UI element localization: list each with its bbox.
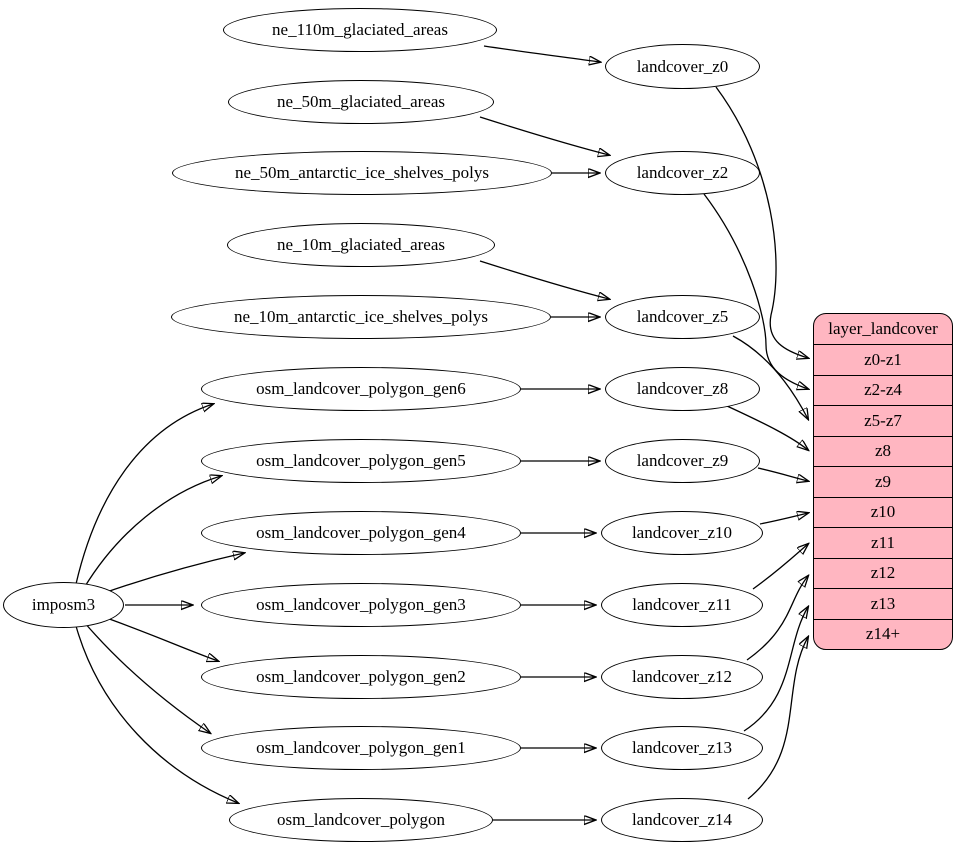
record-row-z5-z7: z5-z7 [814, 405, 952, 436]
node-osm-landcover-polygon-gen4: osm_landcover_polygon_gen4 [201, 511, 521, 555]
node-landcover-z9: landcover_z9 [605, 439, 760, 483]
edge-z11-to-row-z11 [752, 544, 808, 590]
node-label: landcover_z2 [636, 163, 729, 182]
node-label: osm_landcover_polygon_gen3 [256, 595, 466, 614]
node-landcover-z8: landcover_z8 [605, 367, 760, 411]
record-title: layer_landcover [828, 319, 938, 338]
node-label: ne_110m_glaciated_areas [272, 20, 448, 39]
record-row-z0-z1: z0-z1 [814, 344, 952, 375]
record-row-z12: z12 [814, 557, 952, 589]
node-osm-landcover-polygon-gen5: osm_landcover_polygon_gen5 [201, 439, 521, 483]
edge-ne10m-to-z5 [479, 260, 609, 299]
node-ne-10m-glaciated-areas: ne_10m_glaciated_areas [227, 223, 495, 267]
node-label: osm_landcover_polygon_gen1 [256, 738, 466, 757]
node-label: osm_landcover_polygon [276, 810, 446, 829]
edge-ne110m-to-z0 [483, 45, 600, 62]
node-osm-landcover-polygon-gen1: osm_landcover_polygon_gen1 [201, 726, 521, 770]
record-row-z13: z13 [814, 588, 952, 619]
record-row-z9: z9 [814, 466, 952, 497]
node-label: ne_50m_antarctic_ice_shelves_polys [235, 163, 489, 182]
node-label: ne_10m_glaciated_areas [276, 235, 446, 254]
node-label: landcover_z8 [636, 379, 729, 398]
node-landcover-z11: landcover_z11 [601, 583, 763, 627]
node-osm-landcover-polygon-gen2: osm_landcover_polygon_gen2 [201, 655, 521, 699]
edge-z8-to-row-z8 [726, 405, 808, 450]
node-label: osm_landcover_polygon_gen6 [256, 379, 466, 398]
node-landcover-z13: landcover_z13 [601, 726, 763, 770]
record-row-z10: z10 [814, 496, 952, 528]
node-label: landcover_z14 [631, 810, 733, 829]
node-osm-landcover-polygon-gen3: osm_landcover_polygon_gen3 [201, 583, 521, 627]
node-ne-50m-antarctic-ice-shelves-polys: ne_50m_antarctic_ice_shelves_polys [172, 151, 552, 195]
record-row-z2-z4: z2-z4 [814, 374, 952, 406]
node-label: ne_50m_glaciated_areas [276, 92, 446, 111]
edge-z0-to-row-z0-z1 [715, 86, 808, 358]
node-ne-10m-antarctic-ice-shelves-polys: ne_10m_antarctic_ice_shelves_polys [171, 295, 551, 339]
node-landcover-z2: landcover_z2 [605, 151, 760, 195]
edge-z14-to-row-z14plus [747, 637, 808, 800]
node-label: ne_10m_antarctic_ice_shelves_polys [234, 307, 488, 326]
record-row-z14plus: z14+ [814, 618, 952, 650]
node-label: landcover_z12 [631, 667, 733, 686]
node-imposm3: imposm3 [3, 582, 124, 628]
node-label: landcover_z9 [636, 451, 729, 470]
node-landcover-z5: landcover_z5 [605, 295, 760, 339]
edge-z9-to-row-z9 [757, 467, 808, 481]
node-label: osm_landcover_polygon_gen4 [256, 523, 466, 542]
edge-imposm3-to-gen2 [100, 615, 218, 661]
node-landcover-z14: landcover_z14 [601, 798, 763, 842]
edge-z12-to-row-z12 [746, 576, 808, 661]
node-label: imposm3 [31, 595, 96, 614]
node-label: osm_landcover_polygon_gen5 [256, 451, 466, 470]
edge-z13-to-row-z13 [743, 607, 808, 732]
node-label: landcover_z13 [631, 738, 733, 757]
edge-z2-to-row-z2-z4 [703, 193, 808, 389]
edge-z10-to-row-z10 [759, 513, 808, 525]
node-landcover-z10: landcover_z10 [601, 511, 763, 555]
node-landcover-z12: landcover_z12 [601, 655, 763, 699]
edge-z5-to-row-z5-z7 [732, 335, 808, 419]
record-row-z11: z11 [814, 527, 952, 558]
node-label: osm_landcover_polygon_gen2 [256, 667, 466, 686]
node-label: landcover_z5 [636, 307, 729, 326]
edge-imposm3-to-gen4 [100, 553, 244, 595]
edge-imposm3-to-gen6 [75, 404, 213, 585]
record-layer-landcover: layer_landcover z0-z1 z2-z4 z5-z7 z8 z9 … [813, 313, 953, 650]
node-osm-landcover-polygon: osm_landcover_polygon [229, 798, 493, 842]
node-label: landcover_z10 [631, 523, 733, 542]
node-landcover-z0: landcover_z0 [605, 44, 760, 89]
edge-imposm3-to-polygon [75, 625, 238, 803]
node-ne-50m-glaciated-areas: ne_50m_glaciated_areas [228, 80, 494, 124]
record-row-z8: z8 [814, 435, 952, 467]
edge-ne50m-to-z2 [479, 116, 609, 155]
node-label: landcover_z0 [636, 56, 729, 76]
edge-imposm3-to-gen5 [83, 476, 221, 589]
edge-imposm3-to-gen1 [83, 621, 210, 733]
node-osm-landcover-polygon-gen6: osm_landcover_polygon_gen6 [201, 367, 521, 411]
node-label: landcover_z11 [632, 595, 732, 614]
node-ne-110m-glaciated-areas: ne_110m_glaciated_areas [223, 8, 497, 52]
